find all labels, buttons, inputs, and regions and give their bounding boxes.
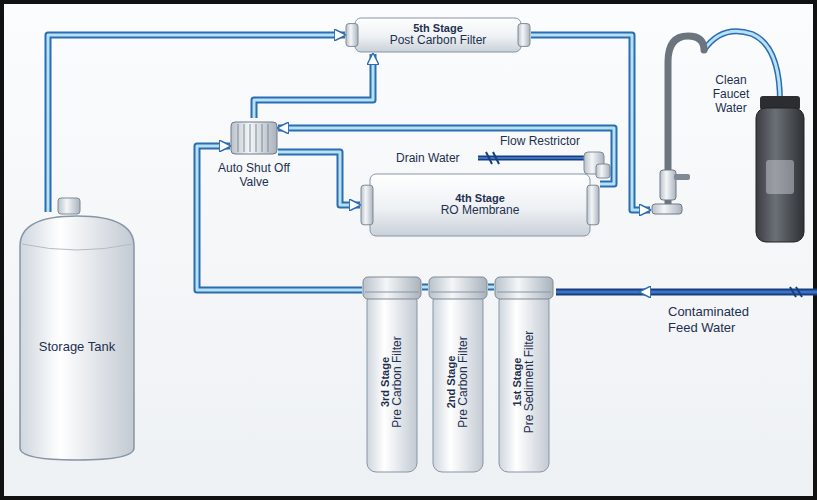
water-pipe bbox=[278, 152, 360, 205]
stage-heading: 1st Stage bbox=[511, 358, 524, 407]
faucet: Clean Faucet Water bbox=[650, 30, 706, 230]
storage-tank: Storage Tank bbox=[18, 212, 136, 462]
node-label: Auto Shut Off Valve bbox=[214, 162, 294, 190]
valve-outline bbox=[230, 118, 278, 158]
node-text-group: 2nd StagePre Carbon Filter bbox=[435, 300, 481, 464]
filter-cartridge: 4th StageRO Membrane bbox=[360, 172, 600, 238]
water-pipe bbox=[422, 287, 428, 288]
node-label: Storage Tank bbox=[39, 340, 115, 355]
node-label: Pre Sediment Filter bbox=[523, 331, 537, 434]
node-text-group: 1st StagePre Sediment Filter bbox=[501, 300, 547, 464]
node-text-group: Clean Faucet Water bbox=[706, 74, 756, 115]
node-label: Pre Carbon Filter bbox=[391, 336, 405, 427]
shutoff-valve: Auto Shut Off Valve bbox=[230, 118, 278, 158]
flow-label: Flow Restrictor bbox=[500, 134, 580, 148]
node-text-group: Storage Tank bbox=[28, 252, 126, 442]
water-pipe bbox=[48, 35, 345, 212]
water-pipe bbox=[254, 54, 373, 118]
node-label: RO Membrane bbox=[441, 204, 520, 218]
filter-cartridge: 3rd StagePre Carbon Filter bbox=[362, 276, 422, 476]
node-label: Post Carbon Filter bbox=[390, 34, 487, 48]
stage-heading: 3rd Stage bbox=[379, 357, 392, 407]
stage-heading: 2nd Stage bbox=[445, 356, 458, 409]
flow-label: Contaminated Feed Water bbox=[668, 304, 778, 335]
faucet-outline bbox=[650, 30, 706, 230]
water-pipe bbox=[488, 287, 494, 288]
node-text-group: 4th StageRO Membrane bbox=[374, 172, 586, 238]
node-text-group: Auto Shut Off Valve bbox=[214, 162, 294, 190]
filter-cartridge: 2nd StagePre Carbon Filter bbox=[428, 276, 488, 476]
filter-cartridge: 5th StagePost Carbon Filter bbox=[345, 16, 531, 54]
water-pipe bbox=[197, 146, 362, 290]
node-label: Clean Faucet Water bbox=[706, 74, 756, 115]
filter-cartridge: 1st StagePre Sediment Filter bbox=[494, 276, 554, 476]
stage-heading: 5th Stage bbox=[413, 22, 463, 35]
node-text-group: 5th StagePost Carbon Filter bbox=[359, 16, 517, 54]
tank-outline bbox=[18, 212, 136, 462]
node-text-group: 3rd StagePre Carbon Filter bbox=[369, 300, 415, 464]
node-label: Pre Carbon Filter bbox=[457, 336, 471, 427]
flow-label: Drain Water bbox=[396, 151, 460, 165]
stage-heading: 4th Stage bbox=[455, 192, 505, 205]
